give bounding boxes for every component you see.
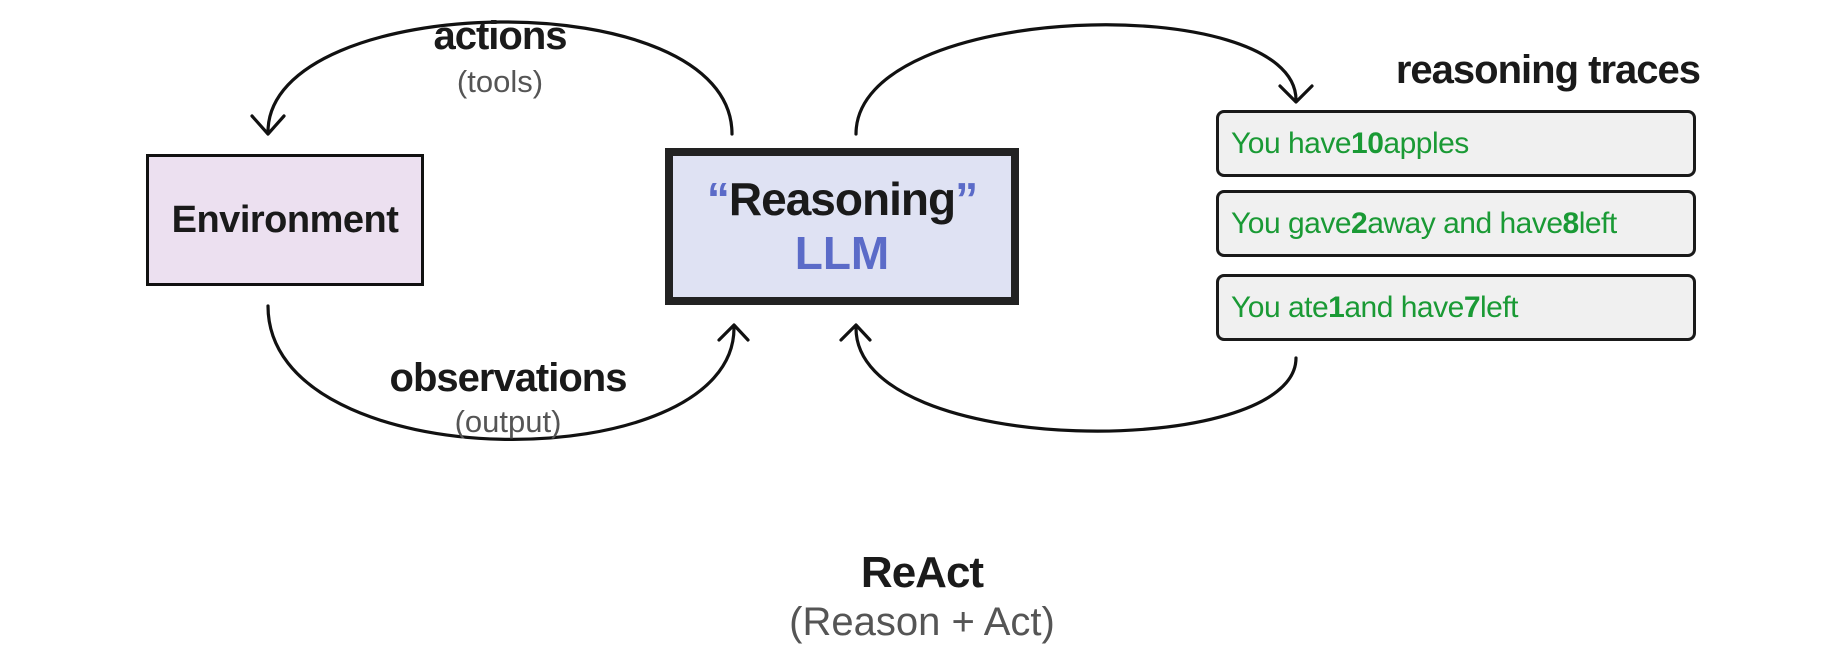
llm-quote-open: “ — [706, 172, 730, 225]
trace-number: 8 — [1562, 206, 1580, 240]
actions-arrowhead — [250, 114, 286, 136]
llm-quote-close: ” — [955, 172, 978, 225]
llm-subtitle: LLM — [794, 226, 890, 279]
trace-text: left — [1578, 206, 1618, 240]
caption-title: ReAct — [860, 548, 984, 597]
environment-label: Environment — [171, 198, 399, 241]
actions-label: actions — [433, 14, 567, 58]
environment-node: Environment — [146, 154, 424, 286]
to-traces-arrow — [854, 23, 1298, 136]
observations-label: observations — [389, 356, 628, 400]
llm-node: “Reasoning” LLM — [665, 148, 1019, 305]
observations-sublabel: (output) — [454, 404, 562, 439]
trace-text: You have — [1231, 126, 1352, 160]
trace-text: and have — [1344, 290, 1464, 324]
observations-arrowhead — [717, 323, 750, 342]
from-traces-arrowhead — [839, 323, 872, 342]
reasoning-traces-heading: reasoning traces — [1395, 48, 1701, 92]
trace-number: 10 — [1351, 126, 1384, 160]
trace-item: You gave 2 away and have 8 left — [1216, 190, 1696, 257]
trace-number: 2 — [1351, 206, 1368, 240]
to-traces-arrowhead — [1278, 84, 1314, 104]
observations-arrow — [266, 304, 736, 441]
actions-sublabel: (tools) — [456, 64, 544, 99]
llm-title: “Reasoning” — [706, 172, 978, 225]
llm-title-text: Reasoning — [728, 172, 956, 225]
from-traces-arrow — [854, 326, 1298, 433]
trace-text: apples — [1383, 126, 1469, 160]
caption-subtitle: (Reason + Act) — [789, 600, 1055, 644]
actions-arrow — [266, 20, 734, 136]
trace-text: You gave — [1231, 206, 1352, 240]
trace-text: away and have — [1367, 206, 1563, 240]
trace-text: left — [1480, 290, 1519, 324]
trace-text: You ate — [1231, 290, 1329, 324]
trace-number: 1 — [1328, 290, 1345, 324]
trace-item: You have 10 apples — [1216, 110, 1696, 177]
trace-item: You ate 1 and have 7 left — [1216, 274, 1696, 341]
trace-number: 7 — [1463, 290, 1481, 324]
